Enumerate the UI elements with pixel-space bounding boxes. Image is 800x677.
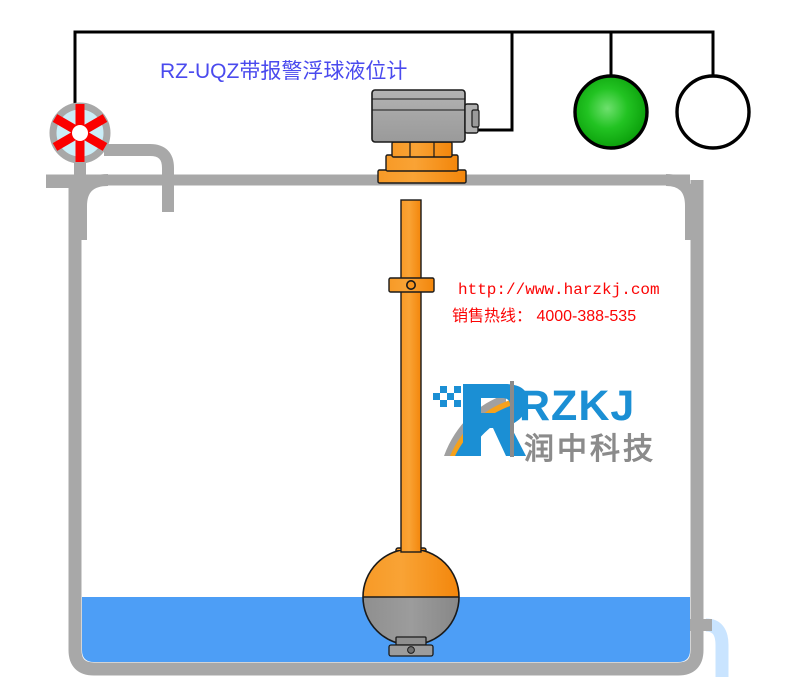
sales-hotline: 销售热线： 4000-388-535	[452, 308, 637, 325]
float-bottom-port	[407, 646, 415, 654]
stem-stop-collar-hole	[405, 279, 416, 290]
lamp-white-icon[interactable]	[675, 74, 751, 150]
float-bottom-cap	[395, 636, 427, 646]
indicator-lamp-white[interactable]	[675, 74, 751, 150]
inlet-pipe-upper	[104, 144, 174, 212]
logo-wordmark-chinese: 润中科技	[524, 433, 656, 466]
guide-stem-assembly	[388, 199, 435, 553]
process-flange-assembly	[377, 141, 467, 184]
logo-wordmark: RZKJ	[519, 382, 636, 430]
hex-nut-block	[391, 141, 453, 158]
float-ball-upper	[362, 550, 460, 597]
sensor-enclosure-seams	[372, 98, 465, 111]
tank-wall	[68, 180, 704, 676]
wiring-harness	[73, 30, 715, 132]
flange-plate	[377, 169, 467, 184]
inlet-valve[interactable]	[49, 102, 111, 164]
guide-stem	[400, 199, 422, 553]
logo-divider	[510, 381, 514, 457]
company-url[interactable]: http://www.harzkj.com	[458, 281, 660, 299]
sensor-enclosure[interactable]	[371, 89, 466, 143]
tank-corner-top-left	[75, 174, 109, 240]
tank-outlet	[690, 618, 729, 677]
sensor-head-assembly[interactable]	[371, 89, 480, 143]
tank-corner-top-right	[665, 174, 697, 240]
float-ball-assembly	[362, 547, 460, 657]
sensor-connector-tip	[471, 109, 480, 128]
outlet-flow-stream	[705, 618, 729, 677]
lamp-green-icon[interactable]	[573, 74, 649, 150]
hex-nut-facets	[409, 142, 435, 157]
valve-hub	[72, 125, 88, 141]
logo-checker-flag	[433, 386, 461, 407]
indicator-lamp-green[interactable]	[573, 74, 649, 150]
page-title: RZ-UQZ带报警浮球液位计	[160, 60, 408, 83]
brand-logo-mark	[433, 381, 528, 457]
